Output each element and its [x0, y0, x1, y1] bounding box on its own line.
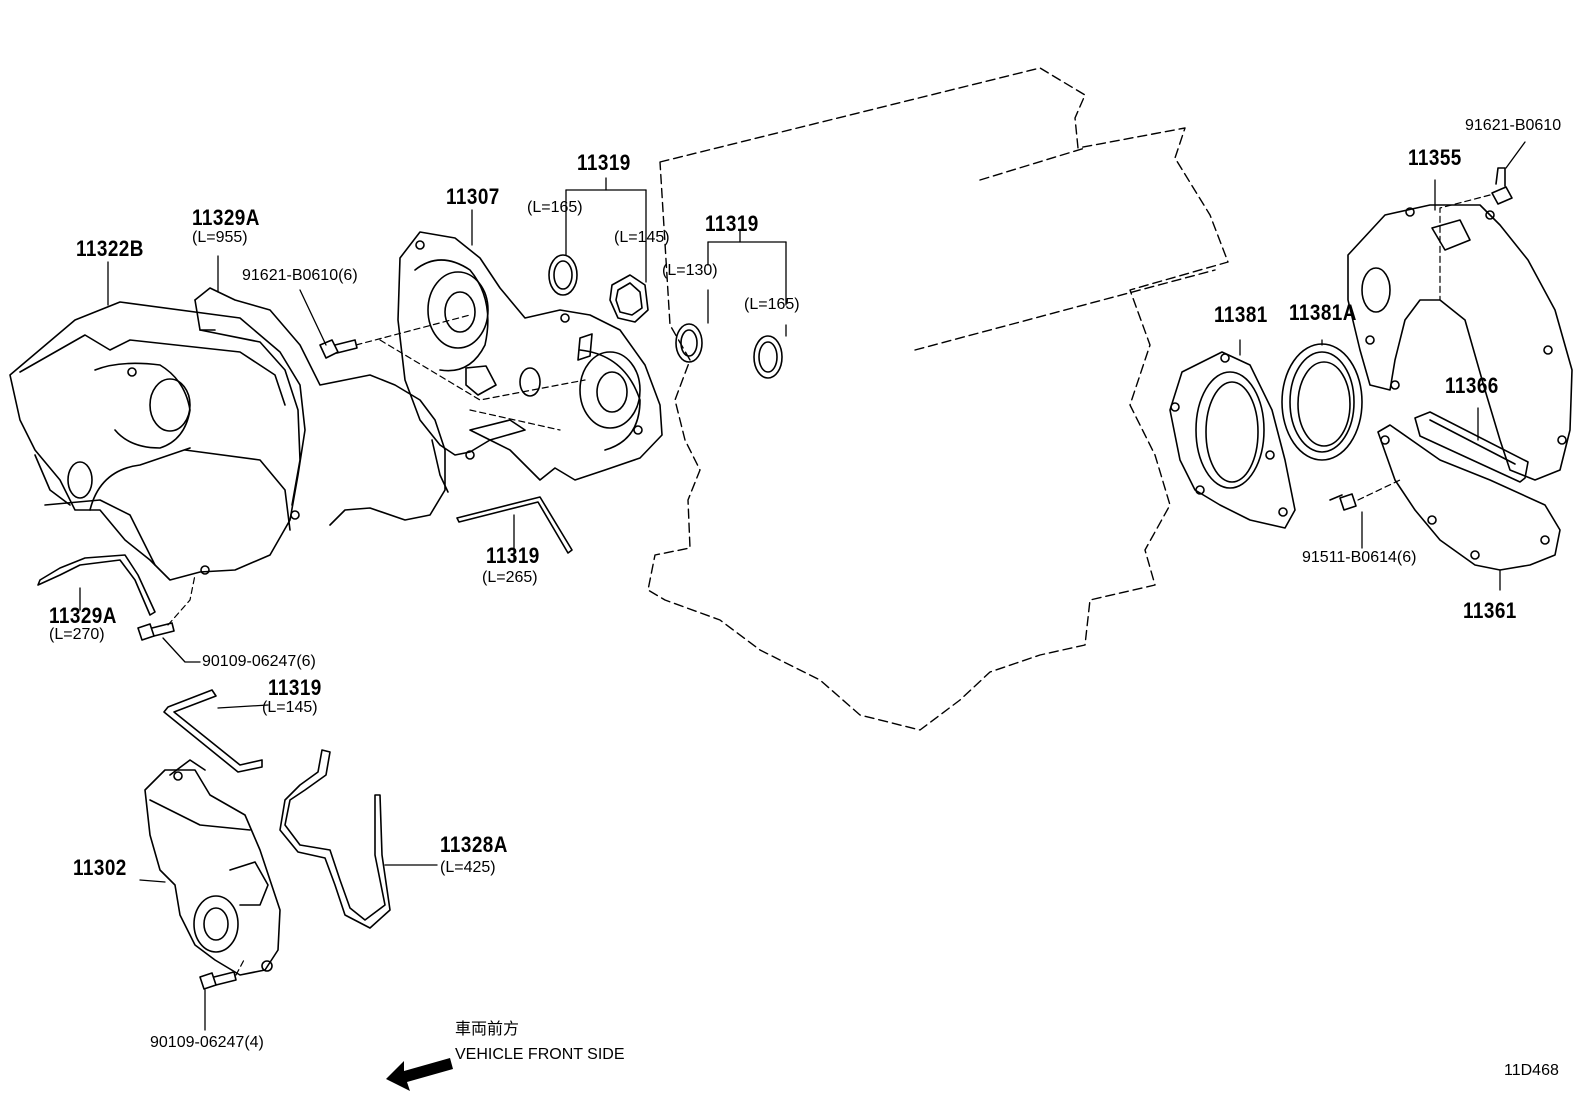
- label-91511: 91511-B0614(6): [1302, 549, 1417, 566]
- end-plate-11355: [1347, 204, 1573, 481]
- gasket-11329A-long: [194, 287, 449, 526]
- label-11381A: 11381A: [1289, 300, 1357, 325]
- dashed-leaders: [167, 194, 1491, 976]
- label-11319-a-len2: (L=145): [614, 229, 670, 246]
- label-11322B: 11322B: [76, 236, 144, 261]
- label-11381: 11381: [1214, 302, 1268, 327]
- label-11319-d: 11319: [268, 675, 322, 700]
- label-11329A-bottom: 11329A: [49, 603, 117, 628]
- label-11328A-length: (L=425): [440, 859, 496, 876]
- front-arrow-icon: [386, 1058, 453, 1091]
- cover-11366: [1414, 411, 1529, 483]
- label-91621-left: 91621-B0610(6): [242, 267, 358, 284]
- label-11307: 11307: [446, 184, 500, 209]
- label-11319-b: 11319: [705, 211, 759, 236]
- label-11319-b-len2: (L=165): [744, 296, 800, 313]
- label-11319-b-len1: (L=130): [662, 262, 718, 279]
- seal-strip-145-lower: [163, 689, 263, 773]
- label-11329A-top: 11329A: [192, 205, 260, 230]
- label-11361: 11361: [1463, 598, 1517, 623]
- timing-case-11307: [397, 231, 663, 481]
- label-90109-4: 90109-06247(4): [150, 1034, 264, 1051]
- label-11319-c: 11319: [486, 543, 540, 568]
- gasket-11328A: [279, 749, 391, 929]
- plate-11361: [1377, 424, 1561, 571]
- oil-seal-11381A: [1281, 343, 1363, 461]
- diagram-id: 11D468: [1504, 1062, 1559, 1079]
- oil-seal-retainer-11381: [1169, 351, 1296, 529]
- label-11302: 11302: [73, 855, 127, 880]
- seal-strip-265: [456, 496, 573, 554]
- label-11366: 11366: [1445, 373, 1499, 398]
- front-side-label-jp: 車両前方: [455, 1021, 520, 1038]
- seals-11319: [548, 254, 783, 379]
- label-11329A-top-length: (L=955): [192, 229, 248, 246]
- gasket-11329A-short: [37, 554, 156, 616]
- label-90109-6: 90109-06247(6): [202, 653, 316, 670]
- label-11329A-bottom-length: (L=270): [49, 626, 105, 643]
- label-11319-a: 11319: [577, 150, 631, 175]
- label-11328A: 11328A: [440, 832, 508, 857]
- bolts: [137, 167, 1513, 990]
- leader-lines: [79, 141, 1526, 1031]
- label-91621-right: 91621-B0610: [1465, 117, 1562, 134]
- label-11319-d-length: (L=145): [262, 699, 318, 716]
- engine-block-outline: [647, 67, 1229, 731]
- timing-cover-11322B: [9, 301, 306, 581]
- front-side-label-en: VEHICLE FRONT SIDE: [455, 1046, 625, 1063]
- label-11319-a-len1: (L=165): [527, 199, 583, 216]
- label-11319-c-length: (L=265): [482, 569, 538, 586]
- label-11355: 11355: [1408, 145, 1462, 170]
- timing-cover-11302: [144, 759, 281, 976]
